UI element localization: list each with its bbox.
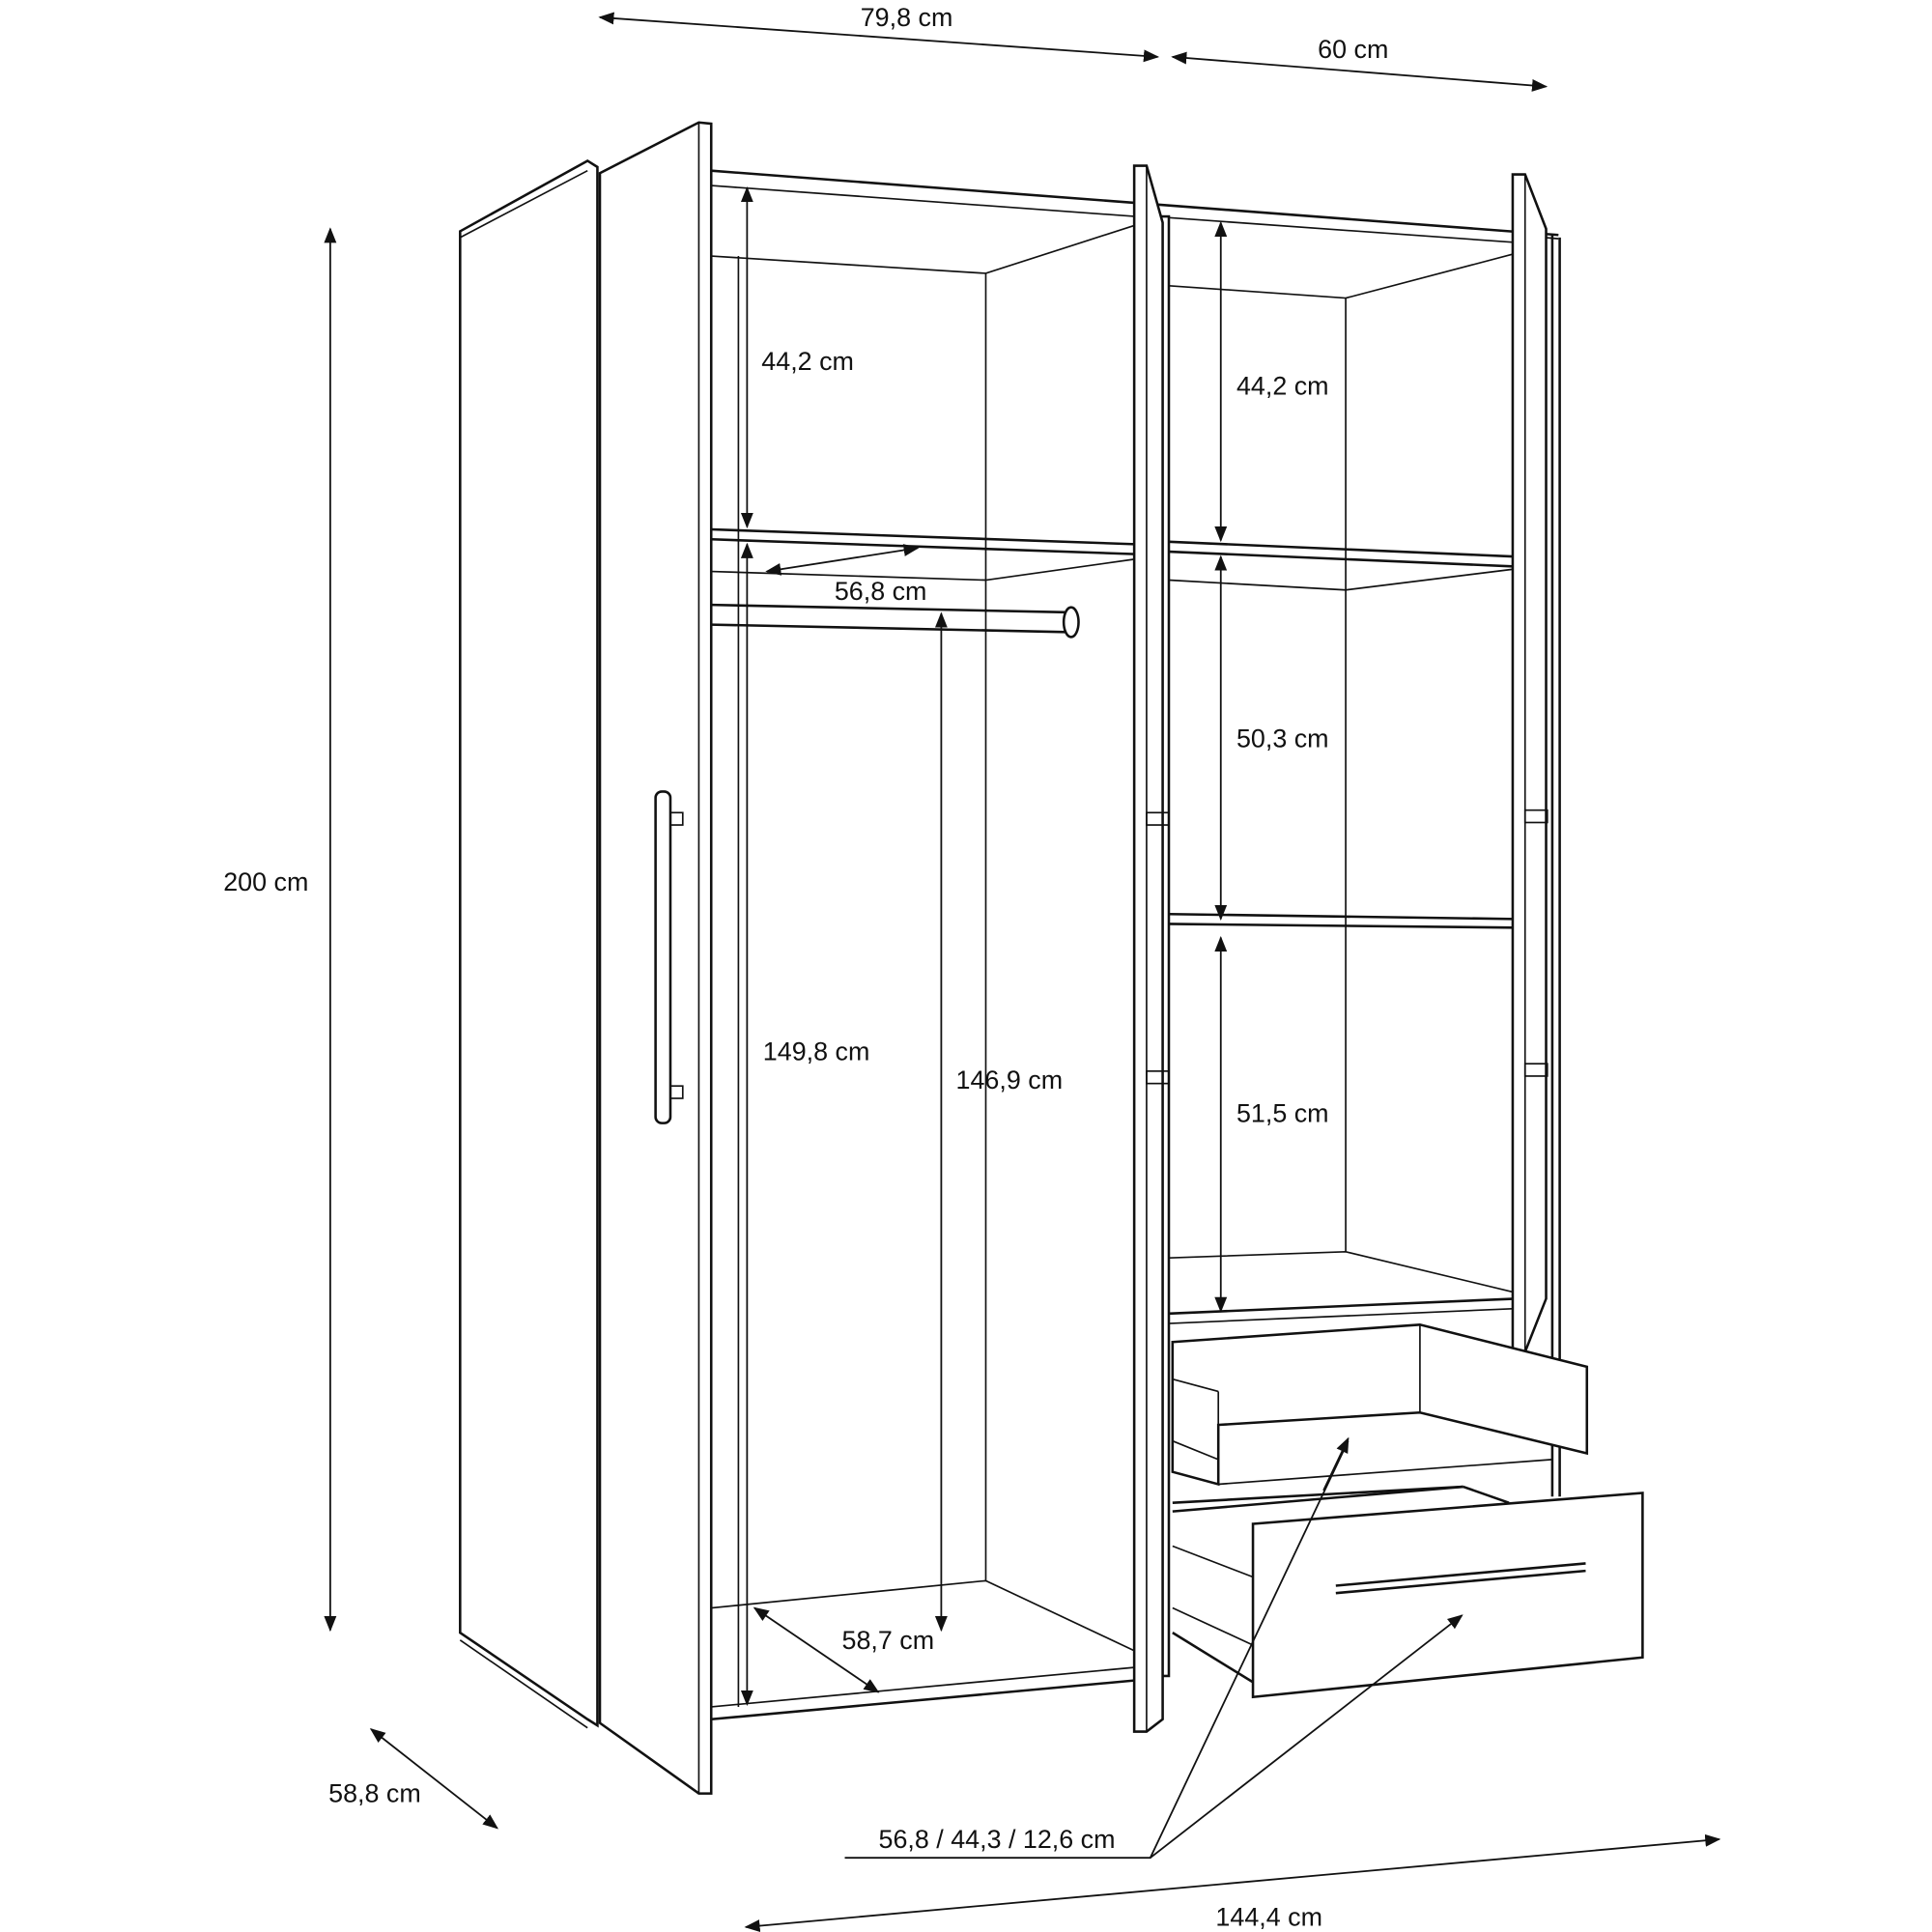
left-door-handle: [654, 790, 672, 1124]
label-drawer-dimensions: 56,8 / 44,3 / 12,6 cm: [879, 1825, 1116, 1854]
dimension-lines: [324, 12, 1721, 1932]
label-left-top-height: 44,2 cm: [761, 347, 854, 376]
label-left-section-width: 79,8 cm: [861, 3, 953, 32]
left-side-panel: [459, 158, 599, 1728]
label-rail-height: 146,9 cm: [956, 1065, 1064, 1094]
right-door: [1511, 173, 1548, 1353]
label-right-section-width: 60 cm: [1318, 35, 1388, 64]
doors: [598, 121, 1548, 1795]
middle-door: [1132, 164, 1164, 1733]
label-hanging-height: 149,8 cm: [763, 1037, 870, 1065]
label-right-middle-height: 50,3 cm: [1236, 724, 1329, 753]
label-total-height: 200 cm: [223, 867, 308, 896]
drawers: [1171, 1323, 1644, 1699]
label-total-width: 144,4 cm: [1215, 1903, 1322, 1932]
label-right-lower-height: 51,5 cm: [1236, 1098, 1329, 1127]
dimension-labels: 79,8 cm 60 cm 200 cm 44,2 cm 44,2 cm 56,…: [223, 3, 1388, 1932]
label-shelf-depth: 56,8 cm: [835, 577, 927, 606]
lower-drawer-front: [1251, 1492, 1644, 1699]
label-inner-depth: 58,7 cm: [842, 1626, 935, 1655]
label-total-depth: 58,8 cm: [328, 1779, 421, 1808]
label-right-top-height: 44,2 cm: [1236, 371, 1329, 400]
